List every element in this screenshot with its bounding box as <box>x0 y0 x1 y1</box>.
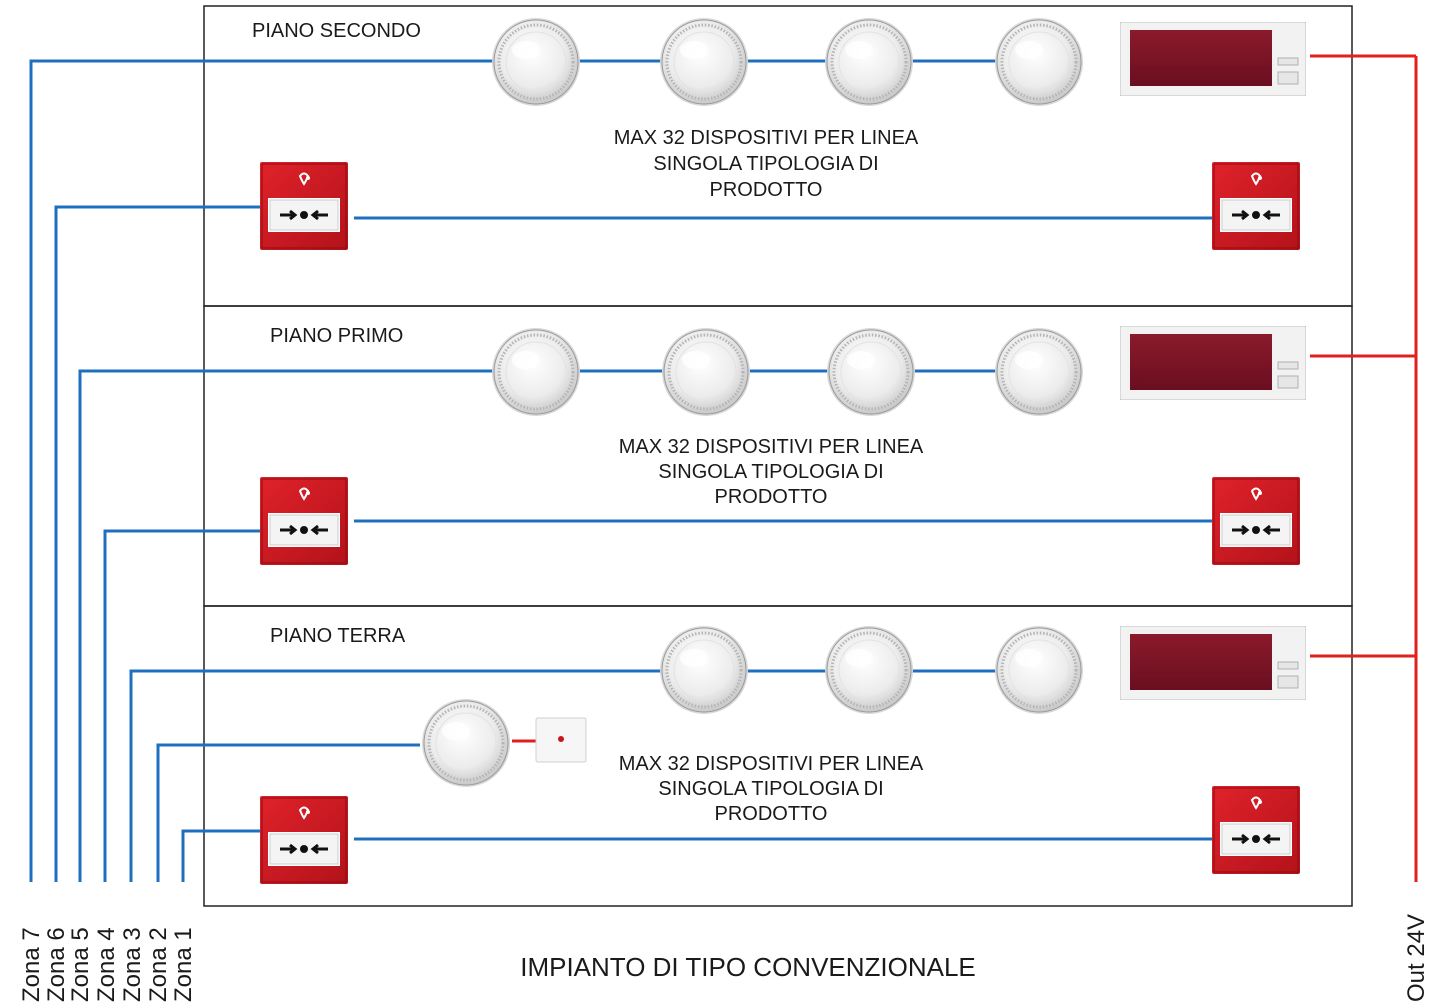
capacity-note-primo: MAX 32 DISPOSITIVI PER LINEA SINGOLA TIP… <box>619 436 924 508</box>
manual-call-point-icon <box>1212 477 1300 565</box>
floor-frame-terra <box>203 605 1353 907</box>
capacity-note-secondo: MAX 32 DISPOSITIVI PER LINEA SINGOLA TIP… <box>614 127 919 201</box>
zone-label: Zona 3 <box>119 927 146 1002</box>
floor-label: PIANO PRIMO <box>270 325 403 347</box>
manual-call-point-icon <box>260 162 348 250</box>
smoke-detector-icon <box>660 326 752 418</box>
repeater-panel-icon <box>1120 626 1306 700</box>
zone-label: Zona 1 <box>170 927 197 1002</box>
remote-indicator-icon <box>535 717 587 763</box>
zone-label: Zona 7 <box>18 927 45 1002</box>
manual-call-point-icon <box>1212 786 1300 874</box>
diagram-title: IMPIANTO DI TIPO CONVENZIONALE <box>520 952 976 982</box>
smoke-detector-icon <box>490 16 582 108</box>
zone-label: Zona 4 <box>93 927 120 1002</box>
zone-1-line <box>181 829 260 882</box>
manual-call-point-icon <box>260 477 348 565</box>
smoke-detector-icon <box>993 16 1085 108</box>
smoke-detector-icon <box>825 326 917 418</box>
smoke-detector-icon <box>823 624 915 716</box>
power-lines <box>512 54 1418 882</box>
manual-call-point-icon <box>1212 162 1300 250</box>
note-line: PRODOTTO <box>715 803 828 825</box>
smoke-detector-icon <box>658 16 750 108</box>
smoke-detector-icon <box>420 697 512 789</box>
zone-label: Zona 6 <box>43 927 70 1002</box>
note-line: MAX 32 DISPOSITIVI PER LINEA <box>619 436 924 458</box>
smoke-detector-icon <box>658 624 750 716</box>
note-line: PRODOTTO <box>710 179 823 201</box>
repeater-panel-icon <box>1120 326 1306 400</box>
note-line: SINGOLA TIPOLOGIA DI <box>658 461 883 483</box>
zone-4-line <box>103 529 260 882</box>
capacity-note-terra: MAX 32 DISPOSITIVI PER LINEA SINGOLA TIP… <box>619 753 924 825</box>
note-line: PRODOTTO <box>715 486 828 508</box>
floor-label: PIANO TERRA <box>270 625 406 647</box>
zone-label: Zona 2 <box>145 927 172 1002</box>
smoke-detector-icon <box>490 326 582 418</box>
manual-call-point-icon <box>260 796 348 884</box>
zone-label: Zona 5 <box>67 927 94 1002</box>
note-line: SINGOLA TIPOLOGIA DI <box>658 778 883 800</box>
power-label: Out 24V <box>1403 914 1430 1002</box>
zone-bus-lines <box>29 59 1212 882</box>
note-line: MAX 32 DISPOSITIVI PER LINEA <box>614 127 919 149</box>
note-line: SINGOLA TIPOLOGIA DI <box>653 153 878 175</box>
zone-2-line <box>156 743 420 882</box>
zone-6-line <box>54 205 260 882</box>
note-line: MAX 32 DISPOSITIVI PER LINEA <box>619 753 924 775</box>
repeater-panel-icon <box>1120 22 1306 96</box>
smoke-detector-icon <box>993 624 1085 716</box>
smoke-detector-icon <box>993 326 1085 418</box>
floor-label: PIANO SECONDO <box>252 20 421 42</box>
smoke-detector-icon <box>823 16 915 108</box>
